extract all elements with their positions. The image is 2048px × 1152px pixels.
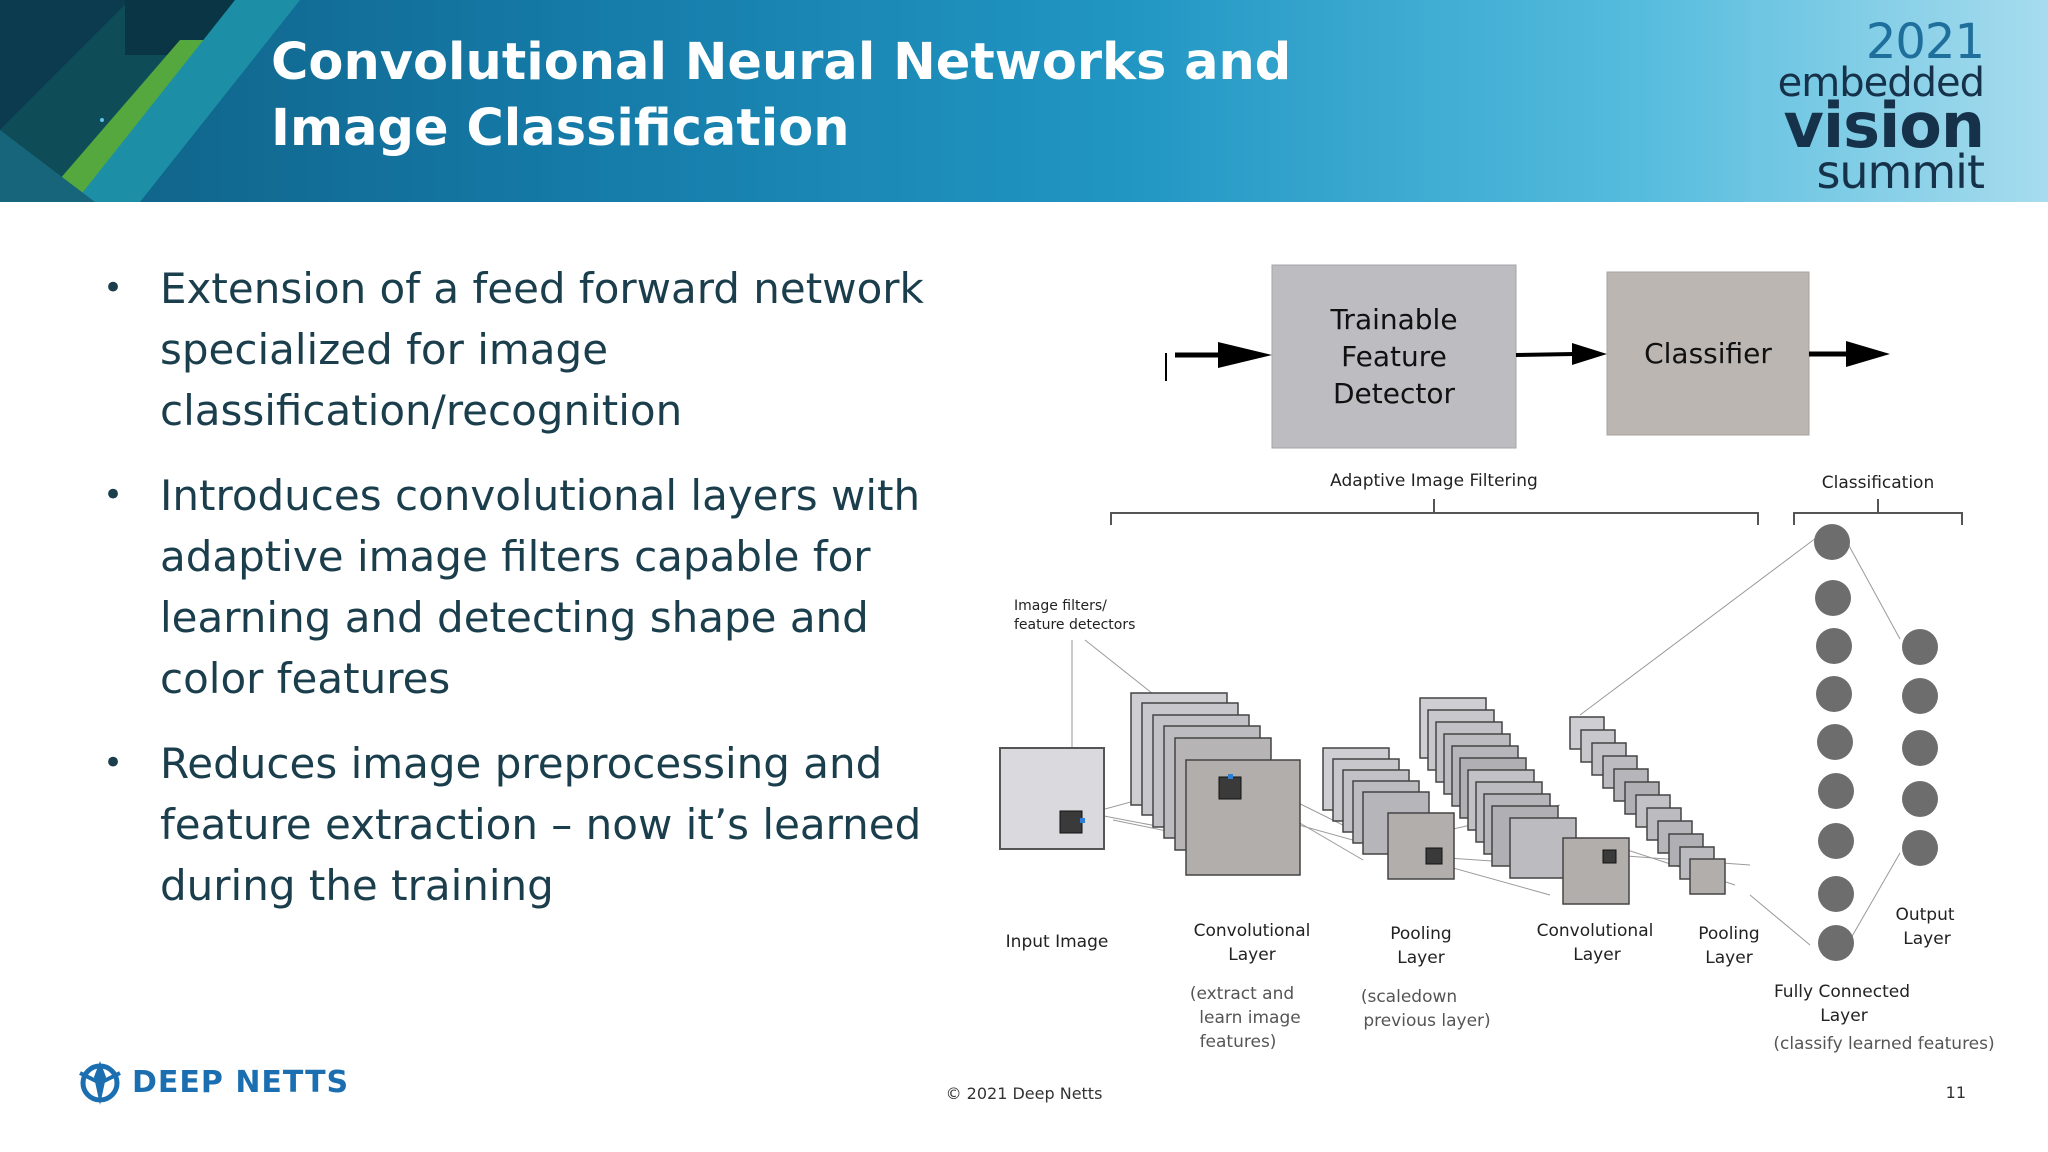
- pool-2-label-line-1: Pooling: [1698, 924, 1759, 944]
- bullet-list: • Extension of a feed forward network sp…: [100, 258, 1000, 940]
- classification-bracket: [1793, 499, 1963, 525]
- pool-1-label-line-2: Layer: [1397, 948, 1444, 968]
- bullet-dot-icon: •: [103, 743, 124, 783]
- conv-1-note-line-1: (extract and: [1190, 984, 1294, 1004]
- pool-layer-2-stack: [1569, 716, 1726, 895]
- bullet-dot-icon: •: [103, 475, 124, 515]
- pool-1-feature-patch: [1425, 847, 1443, 865]
- bullet-item: • Reduces image preprocessing and featur…: [100, 733, 940, 916]
- bullet-text: Extension of a feed forward network spec…: [160, 264, 924, 435]
- logo-vision: vision: [1783, 89, 1985, 162]
- input-image-label: Input Image: [1006, 932, 1109, 952]
- conv-2-feature-patch: [1602, 849, 1617, 864]
- bullet-dot-icon: •: [103, 268, 124, 308]
- bullet-text: Introduces convolutional layers with ada…: [160, 471, 921, 703]
- input-filter-patch: [1059, 810, 1083, 834]
- output-layer-label-line-1: Output: [1895, 905, 1954, 925]
- input-focus-dot: [1080, 818, 1085, 823]
- conv-1-feature-patch: [1218, 776, 1242, 800]
- output-neurons: [1902, 629, 1938, 866]
- output-arrow-icon: [1809, 341, 1890, 367]
- pool-1-note-line-1: (scaledown: [1361, 987, 1457, 1007]
- feature-box-line-2: Feature: [1341, 340, 1447, 373]
- logo-year: 2021: [1865, 14, 1985, 70]
- conv-layer-2-stack: [1419, 697, 1630, 905]
- cnn-diagram: Trainable Feature Detector Classifier Ad…: [999, 264, 1995, 1054]
- bullet-item: • Introduces convolutional layers with a…: [100, 465, 980, 709]
- fully-connected-neurons: [1814, 524, 1854, 961]
- classifier-label: Classifier: [1644, 337, 1772, 370]
- conv-layer-1-stack: [1130, 692, 1301, 876]
- classification-label: Classification: [1822, 473, 1934, 493]
- trainable-feature-detector-box: [1271, 264, 1517, 449]
- pool-2-label-line-2: Layer: [1705, 948, 1752, 968]
- fc-layer-note: (classify learned features): [1773, 1034, 1994, 1054]
- logo-summit: summit: [1816, 145, 1985, 199]
- feature-box-line-1: Trainable: [1329, 303, 1457, 336]
- header-banner: Convolutional Neural Networks and Image …: [0, 0, 2048, 202]
- input-arrow-icon: [1175, 342, 1272, 368]
- copyright-text: © 2021 Deep Netts: [945, 1084, 1103, 1103]
- conv-1-label-line-2: Layer: [1228, 945, 1275, 965]
- filters-label-line-1: Image filters/: [1014, 598, 1107, 614]
- output-layer-label-line-2: Layer: [1903, 929, 1950, 949]
- logo-embedded: embedded: [1777, 60, 1985, 106]
- classifier-box: [1606, 271, 1810, 436]
- conv-1-note-line-3: features): [1200, 1032, 1277, 1052]
- deep-netts-logo: DEEP NETTS: [74, 1055, 374, 1111]
- conv-1-focus-dot: [1228, 774, 1233, 779]
- middle-arrow-icon: [1515, 343, 1607, 365]
- deep-netts-emblem-icon: [79, 1061, 121, 1105]
- conv-2-label-line-2: Layer: [1573, 945, 1620, 965]
- conv-1-label-line-1: Convolutional: [1194, 921, 1311, 941]
- conv-2-label-line-1: Convolutional: [1537, 921, 1654, 941]
- pool-layer-1-stack: [1322, 747, 1455, 880]
- input-image-square: [999, 747, 1105, 850]
- filters-label-line-2: feature detectors: [1014, 617, 1135, 633]
- fc-layer-label-line-1: Fully Connected: [1774, 982, 1910, 1002]
- deep-netts-brand: DEEP NETTS: [132, 1065, 350, 1100]
- bullet-text: Reduces image preprocessing and feature …: [160, 739, 922, 910]
- pool-1-note-line-2: previous layer): [1363, 1011, 1490, 1031]
- fc-layer-label-line-2: Layer: [1820, 1006, 1867, 1026]
- feature-box-line-3: Detector: [1333, 377, 1455, 410]
- pool-1-label-line-1: Pooling: [1390, 924, 1451, 944]
- bullet-item: • Extension of a feed forward network sp…: [100, 258, 980, 441]
- slide-title: Convolutional Neural Networks and Image …: [271, 30, 1471, 162]
- slide-title-line-2: Image Classification: [271, 99, 850, 158]
- adaptive-filtering-label: Adaptive Image Filtering: [1330, 471, 1538, 491]
- page-number: 11: [1945, 1083, 1966, 1102]
- slide-title-line-1: Convolutional Neural Networks and: [271, 33, 1292, 92]
- adaptive-filtering-bracket: [1110, 499, 1759, 525]
- conv-1-note-line-2: learn image: [1199, 1008, 1300, 1028]
- banner-decoration: [0, 0, 300, 202]
- embedded-vision-summit-logo: 2021 embedded vision summit: [1764, 14, 1985, 195]
